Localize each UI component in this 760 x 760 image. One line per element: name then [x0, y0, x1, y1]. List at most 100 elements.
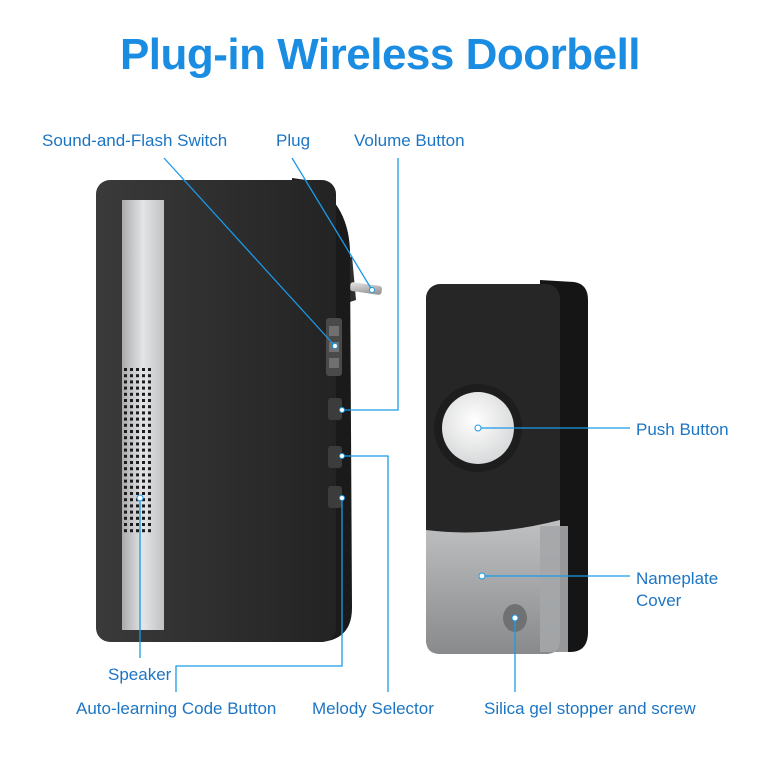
grille-hole — [130, 380, 133, 384]
grille-hole — [124, 374, 127, 378]
grille-hole — [136, 448, 139, 452]
grille-hole — [124, 399, 127, 402]
callout-volume — [342, 158, 399, 411]
grille-hole — [148, 448, 151, 452]
grille-hole — [148, 430, 151, 433]
grille-hole — [130, 399, 133, 402]
grille-hole — [148, 473, 151, 477]
grille-hole — [130, 417, 133, 421]
grille-hole — [142, 423, 145, 427]
callout-lines — [139, 157, 630, 692]
grille-hole — [130, 461, 133, 464]
grille-hole — [148, 374, 151, 378]
grille-hole — [136, 436, 139, 440]
grille-hole — [130, 386, 133, 390]
grille-hole — [124, 454, 127, 458]
grille-hole — [148, 386, 151, 390]
grille-hole — [148, 411, 151, 415]
grille-hole — [136, 529, 139, 533]
grille-hole — [148, 436, 151, 440]
grille-hole — [136, 504, 139, 508]
receiver-unit — [96, 178, 383, 642]
callout-sound-flash — [163, 157, 336, 347]
grille-hole — [136, 392, 139, 396]
grille-hole — [148, 498, 151, 502]
grille-hole — [130, 516, 133, 520]
grille-hole — [148, 423, 151, 427]
grille-hole — [130, 454, 133, 458]
label-push-button: Push Button — [636, 420, 729, 439]
grille-hole — [124, 498, 127, 502]
grille-hole — [136, 405, 139, 409]
grille-hole — [136, 417, 139, 421]
grille-hole — [130, 467, 133, 471]
grille-hole — [130, 411, 133, 415]
grille-hole — [124, 430, 127, 433]
grille-hole — [142, 498, 145, 502]
grille-hole — [136, 380, 139, 384]
grille-hole — [142, 417, 145, 421]
nameplate-cover — [426, 520, 560, 654]
grille-hole — [130, 442, 133, 446]
grille-hole — [124, 386, 127, 390]
grille-hole — [136, 386, 139, 390]
grille-hole — [124, 442, 127, 446]
grille-hole — [130, 423, 133, 427]
grille-hole — [130, 529, 133, 533]
label-auto-learning-code-button: Auto-learning Code Button — [76, 699, 277, 718]
grille-hole — [142, 454, 145, 458]
grille-hole — [142, 368, 145, 371]
grille-hole — [136, 430, 139, 433]
grille-hole — [148, 485, 151, 489]
grille-hole — [124, 473, 127, 477]
grille-hole — [124, 417, 127, 421]
callout-dots — [136, 287, 519, 622]
grille-hole — [124, 479, 127, 483]
grille-hole — [124, 529, 127, 533]
grille-hole — [136, 479, 139, 483]
label-speaker: Speaker — [108, 665, 172, 684]
cover-side — [540, 526, 568, 652]
grille-hole — [136, 442, 139, 446]
grille-hole — [142, 411, 145, 415]
label-silica-gel-stopper: Silica gel stopper and screw — [484, 699, 696, 718]
label-nameplate: Nameplate — [636, 569, 719, 588]
grille-hole — [136, 374, 139, 378]
grille-hole — [130, 448, 133, 452]
grille-hole — [130, 430, 133, 433]
grille-hole — [148, 479, 151, 483]
grille-hole — [142, 516, 145, 520]
grille-hole — [130, 510, 133, 514]
auto-learning-code-button — [328, 486, 342, 508]
grille-hole — [124, 392, 127, 396]
grille-hole — [124, 510, 127, 514]
grille-hole — [136, 523, 139, 526]
callout-melody — [342, 455, 389, 692]
grille-hole — [142, 529, 145, 533]
grille-hole — [142, 442, 145, 446]
grille-hole — [148, 380, 151, 384]
speaker-grille — [124, 368, 151, 533]
grille-hole — [142, 374, 145, 378]
label-sound-flash-switch: Sound-and-Flash Switch — [42, 131, 228, 150]
grille-hole — [148, 368, 151, 371]
grille-hole — [148, 529, 151, 533]
grille-hole — [136, 461, 139, 464]
melody-selector-button — [328, 446, 342, 468]
label-cover: Cover — [636, 591, 682, 610]
grille-hole — [142, 386, 145, 390]
grille-hole — [148, 392, 151, 396]
grille-hole — [124, 461, 127, 464]
grille-hole — [142, 510, 145, 514]
grille-hole — [136, 423, 139, 427]
grille-hole — [136, 516, 139, 520]
label-melody-selector: Melody Selector — [312, 699, 434, 718]
grille-hole — [148, 399, 151, 402]
grille-hole — [124, 485, 127, 489]
grille-hole — [148, 417, 151, 421]
grille-hole — [130, 498, 133, 502]
grille-hole — [124, 467, 127, 471]
grille-hole — [142, 448, 145, 452]
grille-hole — [130, 523, 133, 526]
grille-hole — [124, 492, 127, 495]
